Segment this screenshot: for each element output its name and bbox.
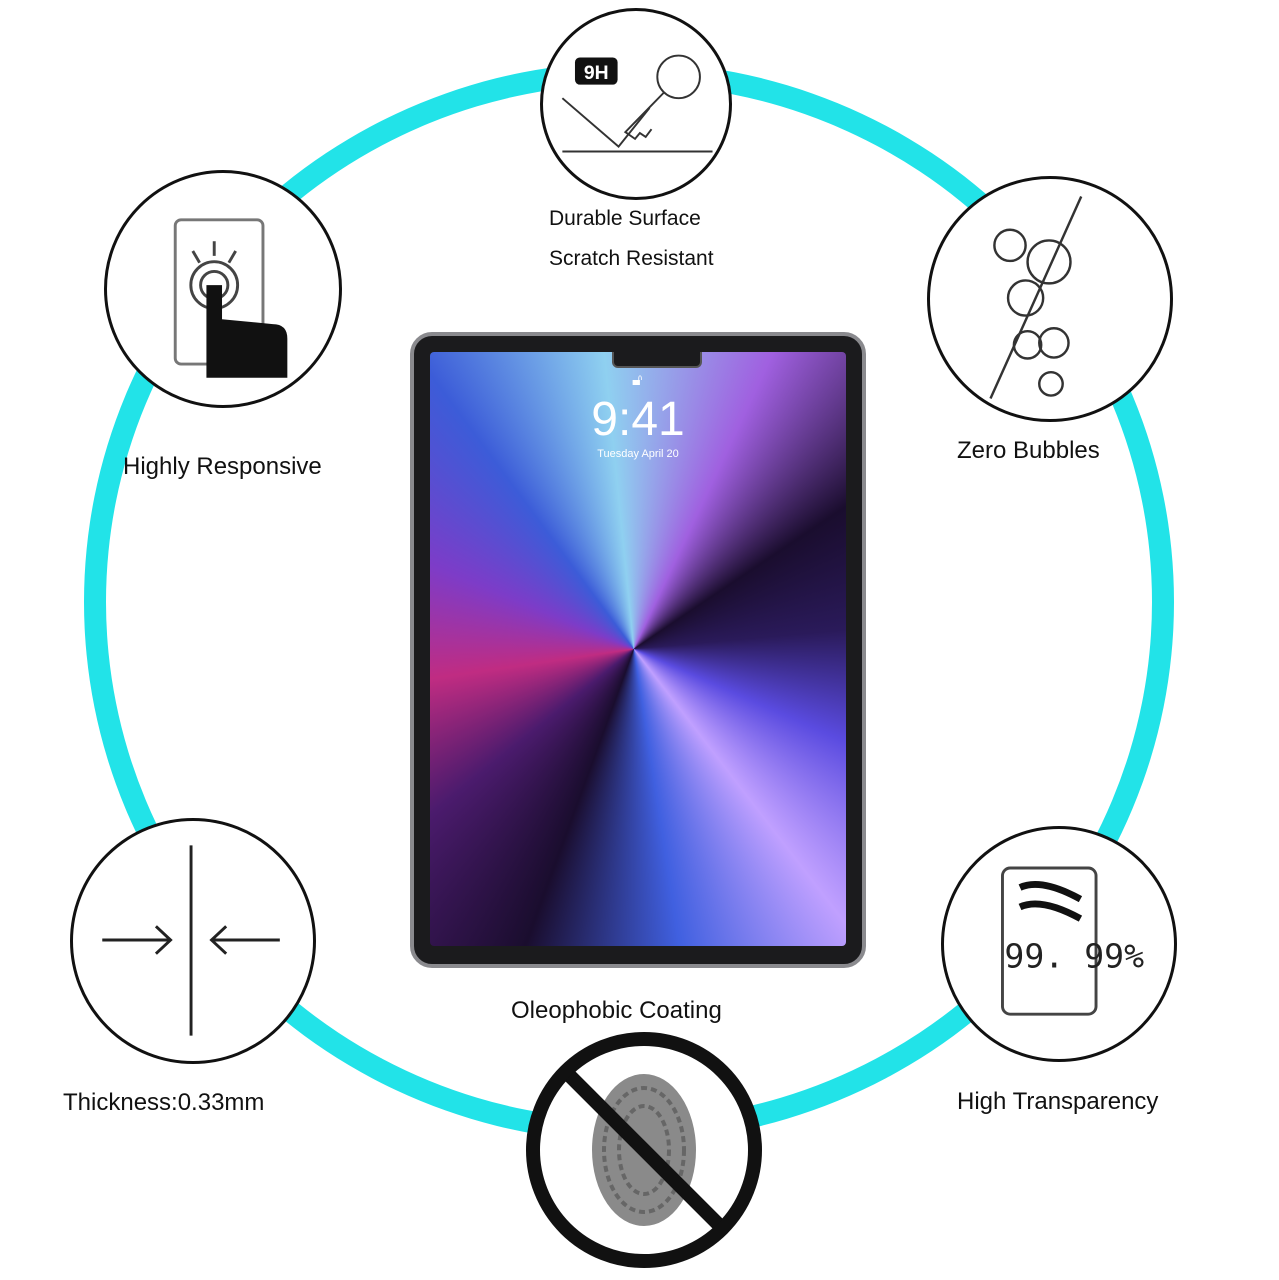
oleophobic-label: Oleophobic Coating <box>511 997 722 1024</box>
camera-notch <box>612 352 702 368</box>
no-fingerprint-icon <box>526 1032 762 1268</box>
thickness-icon <box>70 818 316 1064</box>
lock-date: Tuesday April 20 <box>597 448 679 460</box>
responsive-label: Highly Responsive <box>123 453 322 480</box>
transparency-icon: 99. 99% <box>941 826 1177 1062</box>
svg-text:9H: 9H <box>584 62 609 84</box>
tablet-image: 🔓︎ 9:41 Tuesday April 20 <box>410 332 866 968</box>
touch-icon <box>104 170 342 408</box>
bubbles-label: Zero Bubbles <box>957 437 1100 464</box>
scratch-resistant-icon: 9H <box>540 8 732 200</box>
transparency-label: High Transparency <box>957 1088 1159 1115</box>
thickness-label: Thickness:0.33mm <box>63 1089 265 1116</box>
tablet-screen: 🔓︎ 9:41 Tuesday April 20 <box>430 352 846 946</box>
unlock-icon: 🔓︎ <box>632 372 643 389</box>
lock-time: 9:41 <box>591 393 685 446</box>
svg-text:99. 99%: 99. 99% <box>1004 936 1144 975</box>
scratch-label: Scratch Resistant <box>549 247 714 270</box>
bubbles-icon <box>927 176 1173 422</box>
durable-label: Durable Surface <box>549 207 701 230</box>
